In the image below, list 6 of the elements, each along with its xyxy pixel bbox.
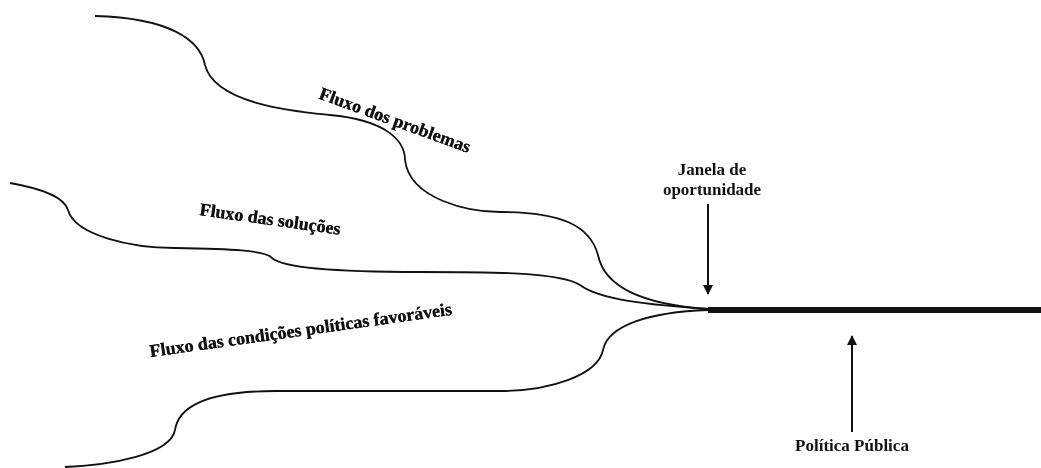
annotation-text: Janela de oportunidade [661, 160, 763, 200]
annotation-text: Política Pública [794, 436, 910, 456]
leader-arrow [703, 203, 713, 295]
stream-label: Fluxo das soluções [198, 199, 342, 239]
stream-label: Fluxo das condições políticas favoráveis [147, 298, 453, 362]
leader-arrow [847, 335, 857, 433]
